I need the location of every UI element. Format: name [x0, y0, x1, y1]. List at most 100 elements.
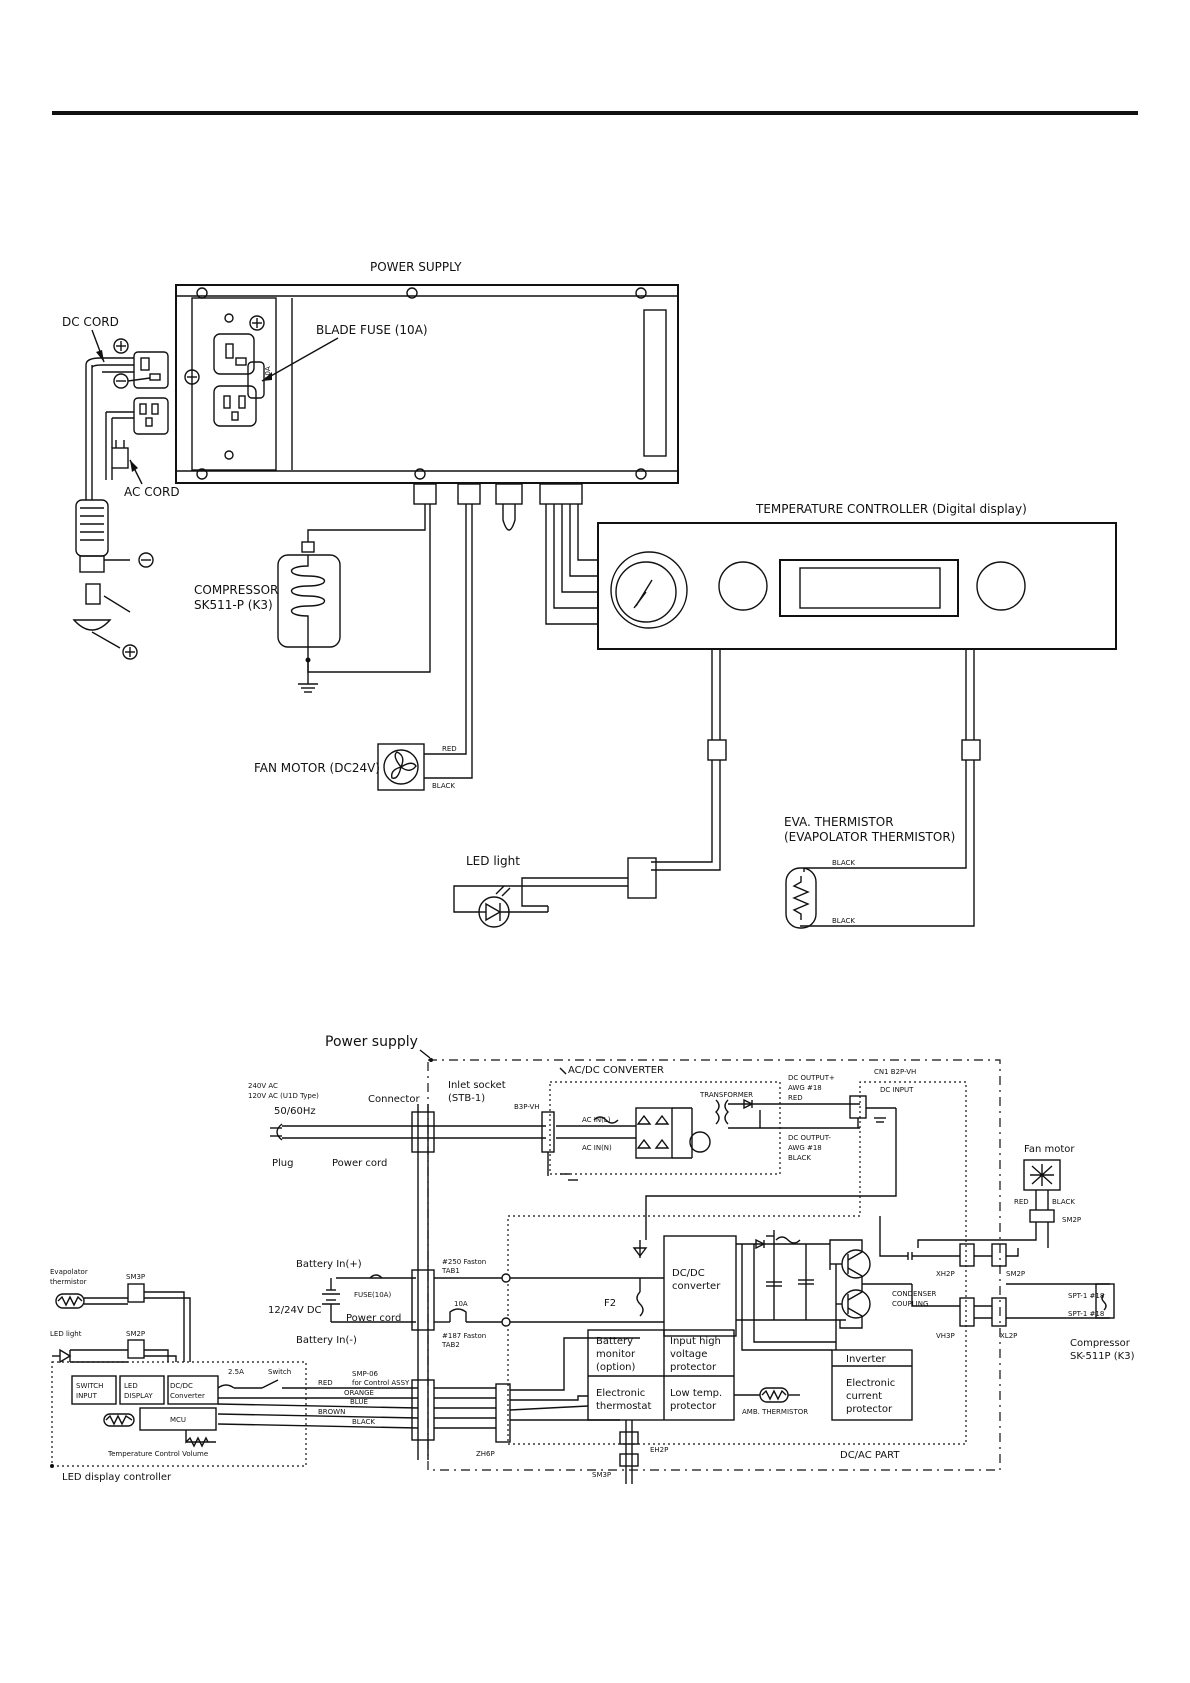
dcdc-small-1: DC/DC [170, 1382, 193, 1390]
led-display-1: LED [124, 1382, 138, 1390]
smp06-label-2: for Control ASSY [352, 1379, 410, 1387]
plug-label: Plug [272, 1158, 294, 1169]
amb-thermistor-label: AMB. THERMISTOR [742, 1408, 808, 1416]
switch-input-1: SWITCH [76, 1382, 103, 1390]
f2-label: F2 [604, 1298, 616, 1309]
mcu-label: MCU [170, 1416, 186, 1424]
wire-brown: BROWN [318, 1408, 345, 1416]
fuse10a-label: FUSE(10A) [354, 1291, 391, 1299]
inlet-label-1: Inlet socket [448, 1080, 506, 1091]
dc-out-plus-2: AWG #18 [788, 1084, 822, 1092]
switch-input-2: INPUT [76, 1392, 98, 1400]
ecp-label-1: Electronic [846, 1378, 895, 1389]
switch-label: Switch [268, 1368, 291, 1376]
faston250-2: TAB1 [441, 1267, 460, 1275]
temp-volume-label: Temperature Control Volume [107, 1450, 208, 1458]
wire-blue: BLUE [350, 1398, 368, 1406]
sm2p-left-label: SM2P [126, 1330, 145, 1338]
fuse-mark: 10A [264, 366, 272, 380]
evap-label-1: Evapolator [50, 1268, 88, 1276]
zh6p-label: ZH6P [476, 1450, 495, 1458]
inlet-label-2: (STB-1) [448, 1093, 485, 1104]
battery-minus-label: Battery In(-) [296, 1335, 357, 1346]
power-supply-title: POWER SUPPLY [370, 260, 462, 274]
pictorial-wiring: POWER SUPPLY 10A BLADE FUSE (10A) DC COR… [62, 260, 1117, 929]
dc-cord-label: DC CORD [62, 315, 119, 329]
eva-thermistor-label-2: (EVAPOLATOR THERMISTOR) [784, 830, 955, 844]
vh3p-label: VH3P [936, 1332, 955, 1340]
dc-input-label: DC INPUT [880, 1086, 914, 1094]
inverter-label: Inverter [846, 1354, 887, 1365]
connector-label: Connector [368, 1094, 420, 1105]
fuse25-label: 2.5A [228, 1368, 244, 1376]
wire-red: RED [318, 1379, 333, 1387]
battery-monitor-2: monitor [596, 1349, 636, 1360]
ecp-label-2: current [846, 1391, 882, 1402]
dc-out-minus-1: DC OUTPUT- [788, 1134, 831, 1142]
ten-a-label: 10A [454, 1300, 468, 1308]
screw-holes [196, 287, 647, 480]
power-cord-label-2: Power cord [346, 1313, 401, 1324]
electronic-thermostat-2: thermostat [596, 1401, 651, 1412]
dcdc-label-1: DC/DC [672, 1268, 705, 1279]
wire-black: BLACK [352, 1418, 375, 1426]
xh2p-label: XH2P [936, 1270, 955, 1278]
battery-monitor-3: (option) [596, 1362, 636, 1373]
led-controller-label: LED display controller [62, 1472, 172, 1483]
b3p-label: B3P-VH [514, 1103, 540, 1111]
ac-label-2: 120V AC (U1D Type) [248, 1092, 319, 1100]
ac-in-l-label: AC IN(L) [582, 1116, 611, 1124]
battery-monitor-1: Battery [596, 1336, 633, 1347]
wire-orange: ORANGE [344, 1389, 374, 1397]
fan-red-sch-label: RED [1014, 1198, 1029, 1206]
evap-label-2: thermistor [50, 1278, 87, 1286]
ac-cord-label: AC CORD [124, 485, 180, 499]
acdc-title: AC/DC CONVERTER [568, 1065, 664, 1076]
fan-motor-sch-label: Fan motor [1024, 1144, 1075, 1155]
schematic-diagram: Power supply AC/DC CONVERTER DC/AC PART … [50, 1034, 1135, 1484]
led-display-2: DISPLAY [124, 1392, 153, 1400]
eva-thermistor-label-1: EVA. THERMISTOR [784, 815, 894, 829]
sm3p-left-label: SM3P [126, 1273, 145, 1281]
eva-black-top: BLACK [832, 859, 855, 867]
hz-label: 50/60Hz [274, 1106, 316, 1117]
ac-label-1: 240V AC [248, 1082, 278, 1090]
blade-fuse-label: BLADE FUSE (10A) [316, 323, 428, 337]
transformer-label: TRANSFORMER [699, 1091, 753, 1099]
eva-black-bottom: BLACK [832, 917, 855, 925]
compressor-label-1: COMPRESSOR [194, 583, 278, 597]
input-high-2: voltage [670, 1349, 707, 1360]
sm2p-right-label: SM2P [1006, 1270, 1025, 1278]
cn1-label: CN1 B2P-VH [874, 1068, 916, 1076]
low-temp-1: Low temp. [670, 1388, 722, 1399]
schematic-power-supply-title: Power supply [325, 1034, 418, 1050]
compressor-sch-label-2: SK-511P (K3) [1070, 1351, 1135, 1362]
input-high-3: protector [670, 1362, 717, 1373]
dcdc-label-2: converter [672, 1281, 721, 1292]
spt-top-label: SPT-1 #18 [1068, 1292, 1104, 1300]
power-cord-label-1: Power cord [332, 1158, 387, 1169]
fan-black-sch-label: BLACK [1052, 1198, 1075, 1206]
ecp-label-3: protector [846, 1404, 893, 1415]
dc-out-plus-1: DC OUTPUT+ [788, 1074, 835, 1082]
ac-in-n-label: AC IN(N) [582, 1144, 612, 1152]
dc-out-minus-3: BLACK [788, 1154, 811, 1162]
sm3p-bottom-label: SM3P [592, 1471, 611, 1479]
eh2p-label: EH2P [650, 1446, 668, 1454]
compressor-label-2: SK511-P (K3) [194, 598, 273, 612]
fan-black-label: BLACK [432, 782, 455, 790]
faston250-1: #250 Faston [442, 1258, 486, 1266]
low-temp-2: protector [670, 1401, 717, 1412]
xl2p-label: XL2P [1000, 1332, 1017, 1340]
sm2p-fan-label: SM2P [1062, 1216, 1081, 1224]
spt-bottom-label: SPT-1 #18 [1068, 1310, 1104, 1318]
electronic-thermostat-1: Electronic [596, 1388, 645, 1399]
led-light-label: LED light [466, 854, 520, 868]
faston187-1: #187 Faston [442, 1332, 486, 1340]
dc-out-plus-3: RED [788, 1094, 803, 1102]
dc-voltage-label: 12/24V DC [268, 1305, 322, 1316]
battery-plus-label: Battery In(+) [296, 1259, 362, 1270]
faston187-2: TAB2 [441, 1341, 460, 1349]
compressor-sch-label-1: Compressor [1070, 1338, 1131, 1349]
